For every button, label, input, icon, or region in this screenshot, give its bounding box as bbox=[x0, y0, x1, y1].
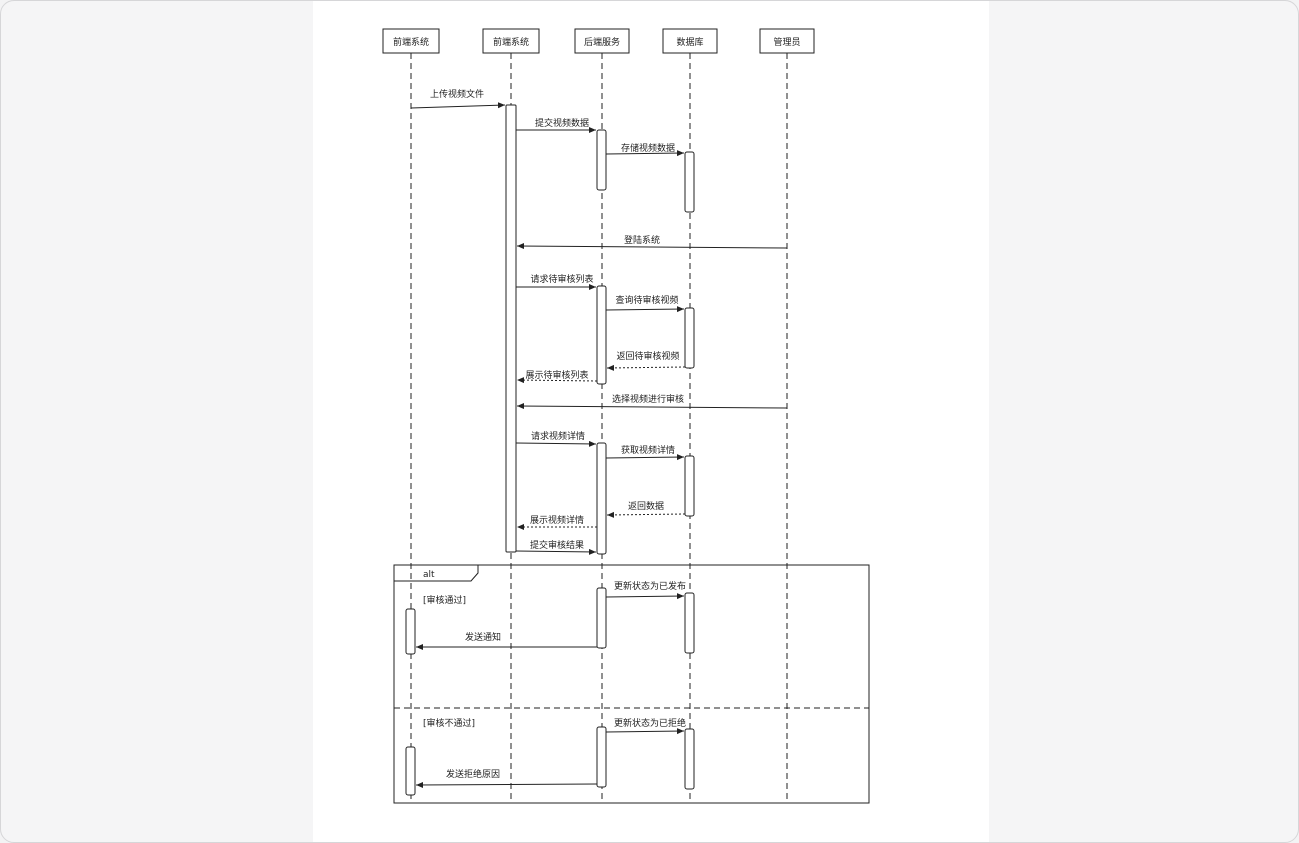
activation-p3-3 bbox=[596, 442, 607, 555]
alt-guard-rejected: [审核不通过] bbox=[423, 717, 475, 729]
activation-p3-5 bbox=[596, 726, 607, 788]
activation-p4-3 bbox=[684, 455, 695, 517]
message-label-m9: 选择视频进行审核 bbox=[612, 393, 684, 405]
participant-label: 前端系统 bbox=[393, 36, 429, 48]
message-label-m8: 展示待审核列表 bbox=[525, 369, 588, 381]
message-label-m1: 上传视频文件 bbox=[430, 88, 484, 100]
message-label-m6: 查询待审核视频 bbox=[615, 294, 678, 306]
sequence-diagram: 前端系统 前端系统 后端服务 数据库 管理员 bbox=[382, 28, 870, 804]
participant-label: 管理员 bbox=[773, 36, 800, 48]
activation-p1-2 bbox=[405, 746, 416, 796]
message-arrow-m11 bbox=[605, 454, 685, 461]
message-label-m7: 返回待审核视频 bbox=[616, 350, 679, 362]
alt-guard-approved: [审核通过] bbox=[423, 594, 466, 606]
participant-p3: 后端服务 bbox=[574, 28, 630, 54]
message-label-m15: 更新状态为已发布 bbox=[614, 580, 686, 592]
message-arrow-m12 bbox=[606, 511, 686, 518]
message-label-m17: 更新状态为已拒绝 bbox=[614, 717, 686, 729]
message-arrow-m1 bbox=[410, 102, 506, 109]
message-label-m5: 请求待审核列表 bbox=[530, 273, 593, 285]
activation-p3-1 bbox=[596, 129, 607, 191]
alt-operator: alt bbox=[423, 570, 435, 580]
message-label-m13: 展示视频详情 bbox=[530, 514, 584, 526]
participant-p1: 前端系统 bbox=[382, 28, 440, 54]
participant-p2: 前端系统 bbox=[482, 28, 540, 54]
participant-label: 前端系统 bbox=[493, 36, 529, 48]
activation-p4-1 bbox=[684, 151, 695, 213]
diagram-canvas: 前端系统 前端系统 后端服务 数据库 管理员 bbox=[313, 1, 989, 842]
activation-p3-2 bbox=[596, 285, 607, 385]
message-label-m18: 发送拒绝原因 bbox=[446, 768, 500, 780]
activation-p2-main bbox=[505, 104, 517, 553]
message-arrow-m17 bbox=[605, 728, 685, 735]
message-arrow-m7 bbox=[606, 364, 686, 371]
message-arrow-m8 bbox=[516, 377, 598, 384]
activation-p1-1 bbox=[405, 608, 416, 655]
message-arrow-m15 bbox=[605, 593, 685, 600]
message-label-m10: 请求视频详情 bbox=[531, 430, 585, 442]
activation-p4-4 bbox=[684, 592, 695, 654]
message-label-m4: 登陆系统 bbox=[624, 234, 660, 246]
participant-p4: 数据库 bbox=[662, 28, 718, 54]
activations bbox=[405, 104, 695, 796]
message-arrow-m3 bbox=[605, 150, 685, 157]
message-label-m11: 获取视频详情 bbox=[621, 444, 675, 456]
activation-p3-4 bbox=[596, 587, 607, 649]
message-label-m2: 提交视频数据 bbox=[535, 117, 589, 129]
alt-label-tab bbox=[394, 564, 479, 582]
alt-fragment: alt [审核通过] [审核不通过] bbox=[393, 564, 870, 804]
message-label-m3: 存储视频数据 bbox=[621, 142, 675, 154]
participant-label: 后端服务 bbox=[584, 36, 620, 48]
alt-frame bbox=[393, 564, 870, 804]
participant-label: 数据库 bbox=[676, 36, 703, 48]
message-arrow-m9 bbox=[516, 403, 788, 410]
message-label-m16: 发送通知 bbox=[465, 631, 501, 643]
participant-p5: 管理员 bbox=[759, 28, 815, 54]
message-arrow-m10 bbox=[515, 440, 597, 447]
messages bbox=[410, 102, 788, 788]
message-arrow-m14 bbox=[515, 548, 597, 555]
message-label-m12: 返回数据 bbox=[628, 500, 664, 512]
activation-p4-2 bbox=[684, 307, 695, 369]
activation-p4-5 bbox=[684, 728, 695, 790]
message-labels: 上传视频文件 提交视频数据 存储视频数据 登陆系统 请求待审核列表 查询待审核视… bbox=[430, 88, 686, 780]
message-arrow-m18 bbox=[415, 781, 598, 788]
message-label-m14: 提交审核结果 bbox=[530, 539, 584, 551]
message-arrow-m4 bbox=[516, 243, 788, 250]
message-arrow-m6 bbox=[605, 306, 685, 313]
